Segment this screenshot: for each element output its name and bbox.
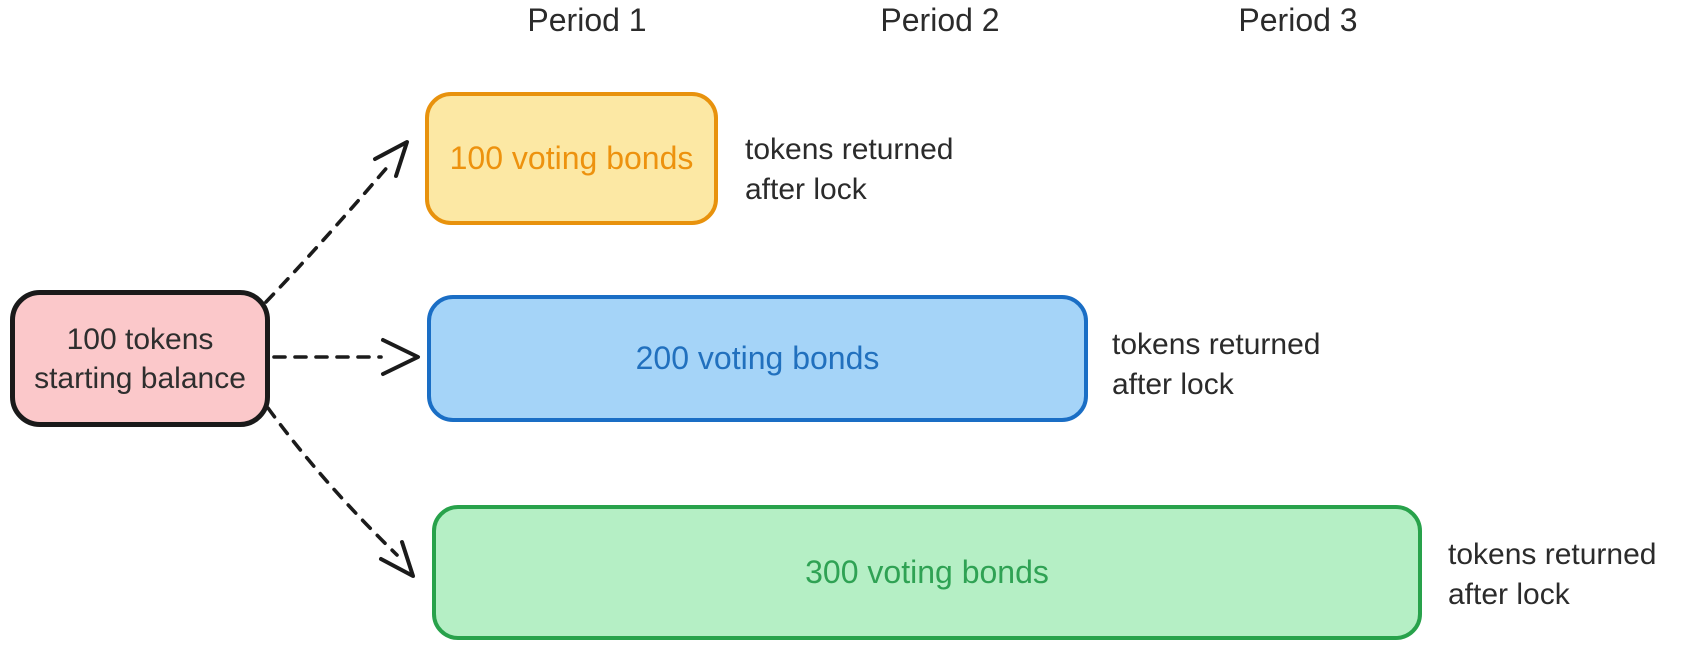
arrowhead-to-100-bonds-icon — [373, 140, 409, 178]
note-returned-period2-line1: tokens returned — [1112, 328, 1321, 361]
period-3-header: Period 3 — [1238, 2, 1358, 38]
bond-box-200-label: 200 voting bonds — [635, 340, 880, 376]
bond-box-100: 100 voting bonds — [425, 92, 718, 225]
note-returned-period1-line1: tokens returned — [745, 133, 954, 166]
note-returned-period3-line2: after lock — [1448, 578, 1570, 611]
note-returned-period1-line2: after lock — [745, 173, 867, 206]
bond-box-300: 300 voting bonds — [432, 505, 1422, 640]
note-returned-period2-line2: after lock — [1112, 368, 1234, 401]
note-returned-period3-line1: tokens returned — [1448, 538, 1657, 571]
bond-box-300-label: 300 voting bonds — [805, 554, 1049, 590]
starting-balance-label: 100 tokens starting balance — [34, 320, 246, 398]
arrow-shaft-to-300-bonds — [266, 406, 399, 557]
note-returned-period1: tokens returned after lock — [745, 130, 953, 210]
arrow-shaft-to-100-bonds — [264, 162, 392, 304]
arrowhead-to-300-bonds-icon — [379, 540, 415, 578]
starting-balance-box: 100 tokens starting balance — [10, 290, 270, 427]
bond-box-200: 200 voting bonds — [427, 295, 1088, 422]
starting-balance-line1: 100 tokens — [66, 322, 214, 356]
note-returned-period3: tokens returned after lock — [1448, 535, 1656, 615]
starting-balance-line2: starting balance — [34, 361, 246, 395]
period-2-header: Period 2 — [880, 2, 1000, 38]
note-returned-period2: tokens returned after lock — [1112, 325, 1320, 405]
bond-box-100-label: 100 voting bonds — [449, 140, 694, 176]
period-1-header: Period 1 — [527, 2, 647, 38]
arrowhead-to-200-bonds-icon — [381, 338, 420, 376]
